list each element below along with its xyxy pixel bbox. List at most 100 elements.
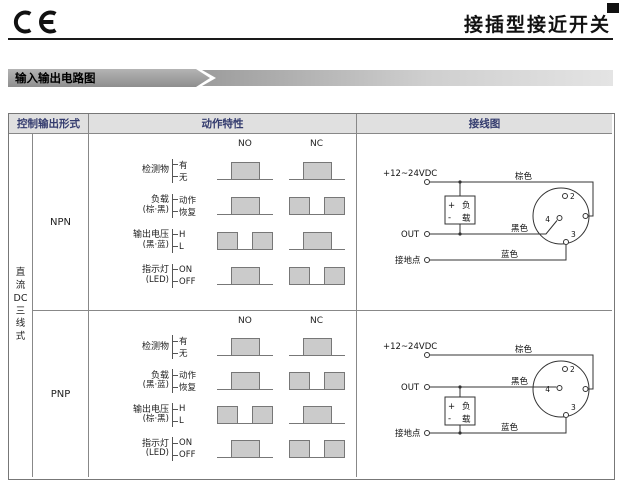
row-name: 输出电压 [132, 230, 169, 241]
option-top: 动作 [173, 369, 207, 381]
waveform-no [217, 196, 273, 215]
header-wiring-diagram: 接线图 [357, 114, 612, 134]
timing-row-load: 负载(棕·黑) 动作 恢复 [89, 188, 356, 223]
option-top: ON [173, 264, 207, 276]
timing-diagram-npn: NO NC 检测物 有 无 负载(棕·黑) 动作 恢复 [89, 134, 357, 311]
ground-terminal [424, 257, 430, 263]
option-bottom: 无 [173, 347, 207, 359]
out-label: OUT [401, 383, 420, 393]
load-box [444, 396, 476, 426]
load-char-top: 负 [462, 401, 471, 412]
row-sub: (黑·蓝) [142, 380, 169, 391]
timing-diagram-pnp: NO NC 检测物 有 无 负载(黑·蓝) 动作 恢复 [89, 311, 357, 477]
supply-terminal [424, 179, 430, 185]
waveform-no [217, 440, 273, 458]
load-minus: - [448, 414, 451, 424]
connector-circle [532, 360, 590, 418]
row-name: 指示灯 [141, 438, 169, 449]
row-sub: (黑·蓝) [142, 239, 169, 250]
ce-logo-icon [13, 10, 57, 34]
wiring-diagram-pnp: +12~24VDC 棕色 黑色 蓝色 OUT 接地点 + - 负 载 2 4 3 [383, 342, 594, 439]
row-label-npn: NPN [33, 134, 89, 311]
junction-dot [458, 232, 462, 236]
pin-4-label: 4 [545, 215, 550, 224]
waveform-no [217, 406, 273, 424]
waveform-nc [289, 338, 345, 356]
pin-3-label: 3 [571, 230, 576, 239]
row-sub: (棕·黑) [142, 414, 169, 425]
waveform-nc [289, 196, 345, 215]
timing-column-heads: NO NC [89, 315, 356, 330]
blue-label: 蓝色 [501, 422, 519, 433]
option-top: ON [173, 437, 207, 449]
black-label: 黑色 [511, 223, 529, 234]
nc-column-label: NC [310, 139, 324, 149]
banner-ribbon [202, 70, 613, 86]
load-plus: + [448, 402, 455, 412]
timing-row-indicator: 指示灯(LED) ON OFF [89, 432, 356, 466]
page-title: 接插型接近开关 [463, 14, 611, 36]
waveform-no [217, 266, 273, 285]
option-bracket: 动作 恢复 [172, 193, 207, 218]
option-bracket: 有 无 [172, 158, 207, 183]
row-sub: (LED) [145, 448, 169, 459]
timing-row-output-voltage: 输出电压(棕·黑) H L [89, 398, 356, 432]
option-top: 动作 [173, 194, 207, 206]
junction-dot [458, 180, 462, 184]
option-bracket: 动作 恢复 [172, 369, 207, 393]
junction-dot [458, 385, 462, 389]
row-name: 检测物 [141, 341, 169, 352]
option-top: 有 [173, 335, 207, 347]
wiring-diagram-npn: +12~24VDC 棕色 黑色 蓝色 OUT 接地点 + - 负 载 2 4 3 [383, 169, 594, 266]
row-name: 检测物 [141, 165, 169, 176]
brown-wire [429, 354, 594, 390]
corner-print-mark [607, 3, 619, 13]
option-bottom: L [173, 415, 207, 427]
no-column-label: NO [238, 139, 252, 149]
waveform-no [217, 231, 273, 250]
out-terminal [424, 231, 430, 237]
timing-row-indicator: 指示灯(LED) ON OFF [89, 258, 356, 293]
supply-label: +12~24VDC [383, 169, 437, 179]
option-bottom: 恢复 [173, 381, 207, 393]
option-top: H [173, 229, 207, 241]
pin-4-label: 4 [545, 385, 550, 394]
option-bracket: H L [172, 228, 207, 253]
option-bottom: 无 [173, 171, 207, 183]
junction-dot [458, 431, 462, 435]
section-banner: 输入输出电路图 [8, 69, 613, 89]
header-control-output: 控制输出形式 [9, 114, 89, 134]
blue-wire [429, 245, 567, 261]
option-top: 有 [173, 159, 207, 171]
wiring-cell-npn: +12~24VDC 棕色 黑色 蓝色 OUT 接地点 + - 负 载 2 4 3 [357, 134, 612, 311]
row-sub: (LED) [145, 274, 169, 285]
no-column-label: NO [238, 316, 252, 326]
out-label: OUT [401, 230, 420, 240]
ground-terminal [424, 430, 430, 436]
brown-wire [429, 181, 594, 217]
waveform-nc [289, 440, 345, 458]
load-minus: - [448, 213, 451, 223]
ground-label: 接地点 [395, 255, 421, 266]
row-name: 负载 [150, 370, 169, 381]
black-label: 黑色 [511, 376, 529, 387]
row-name: 输出电压 [132, 404, 169, 415]
timing-row-target: 检测物 有 无 [89, 153, 356, 188]
timing-row-output-voltage: 输出电压(黑·蓝) H L [89, 223, 356, 258]
header-operation-characteristics: 动作特性 [89, 114, 357, 134]
timing-row-load: 负载(黑·蓝) 动作 恢复 [89, 364, 356, 398]
pin-4 [556, 215, 563, 221]
pin-1 [582, 386, 589, 392]
option-bottom: 恢复 [173, 206, 207, 218]
banner-bar: 输入输出电路图 [8, 69, 210, 87]
waveform-no [217, 372, 273, 390]
waveform-no [217, 161, 273, 180]
load-char-bottom: 载 [462, 213, 471, 224]
option-bracket: ON OFF [172, 263, 207, 288]
pin-1 [582, 213, 589, 219]
waveform-nc [289, 231, 345, 250]
pin-2 [562, 193, 568, 199]
